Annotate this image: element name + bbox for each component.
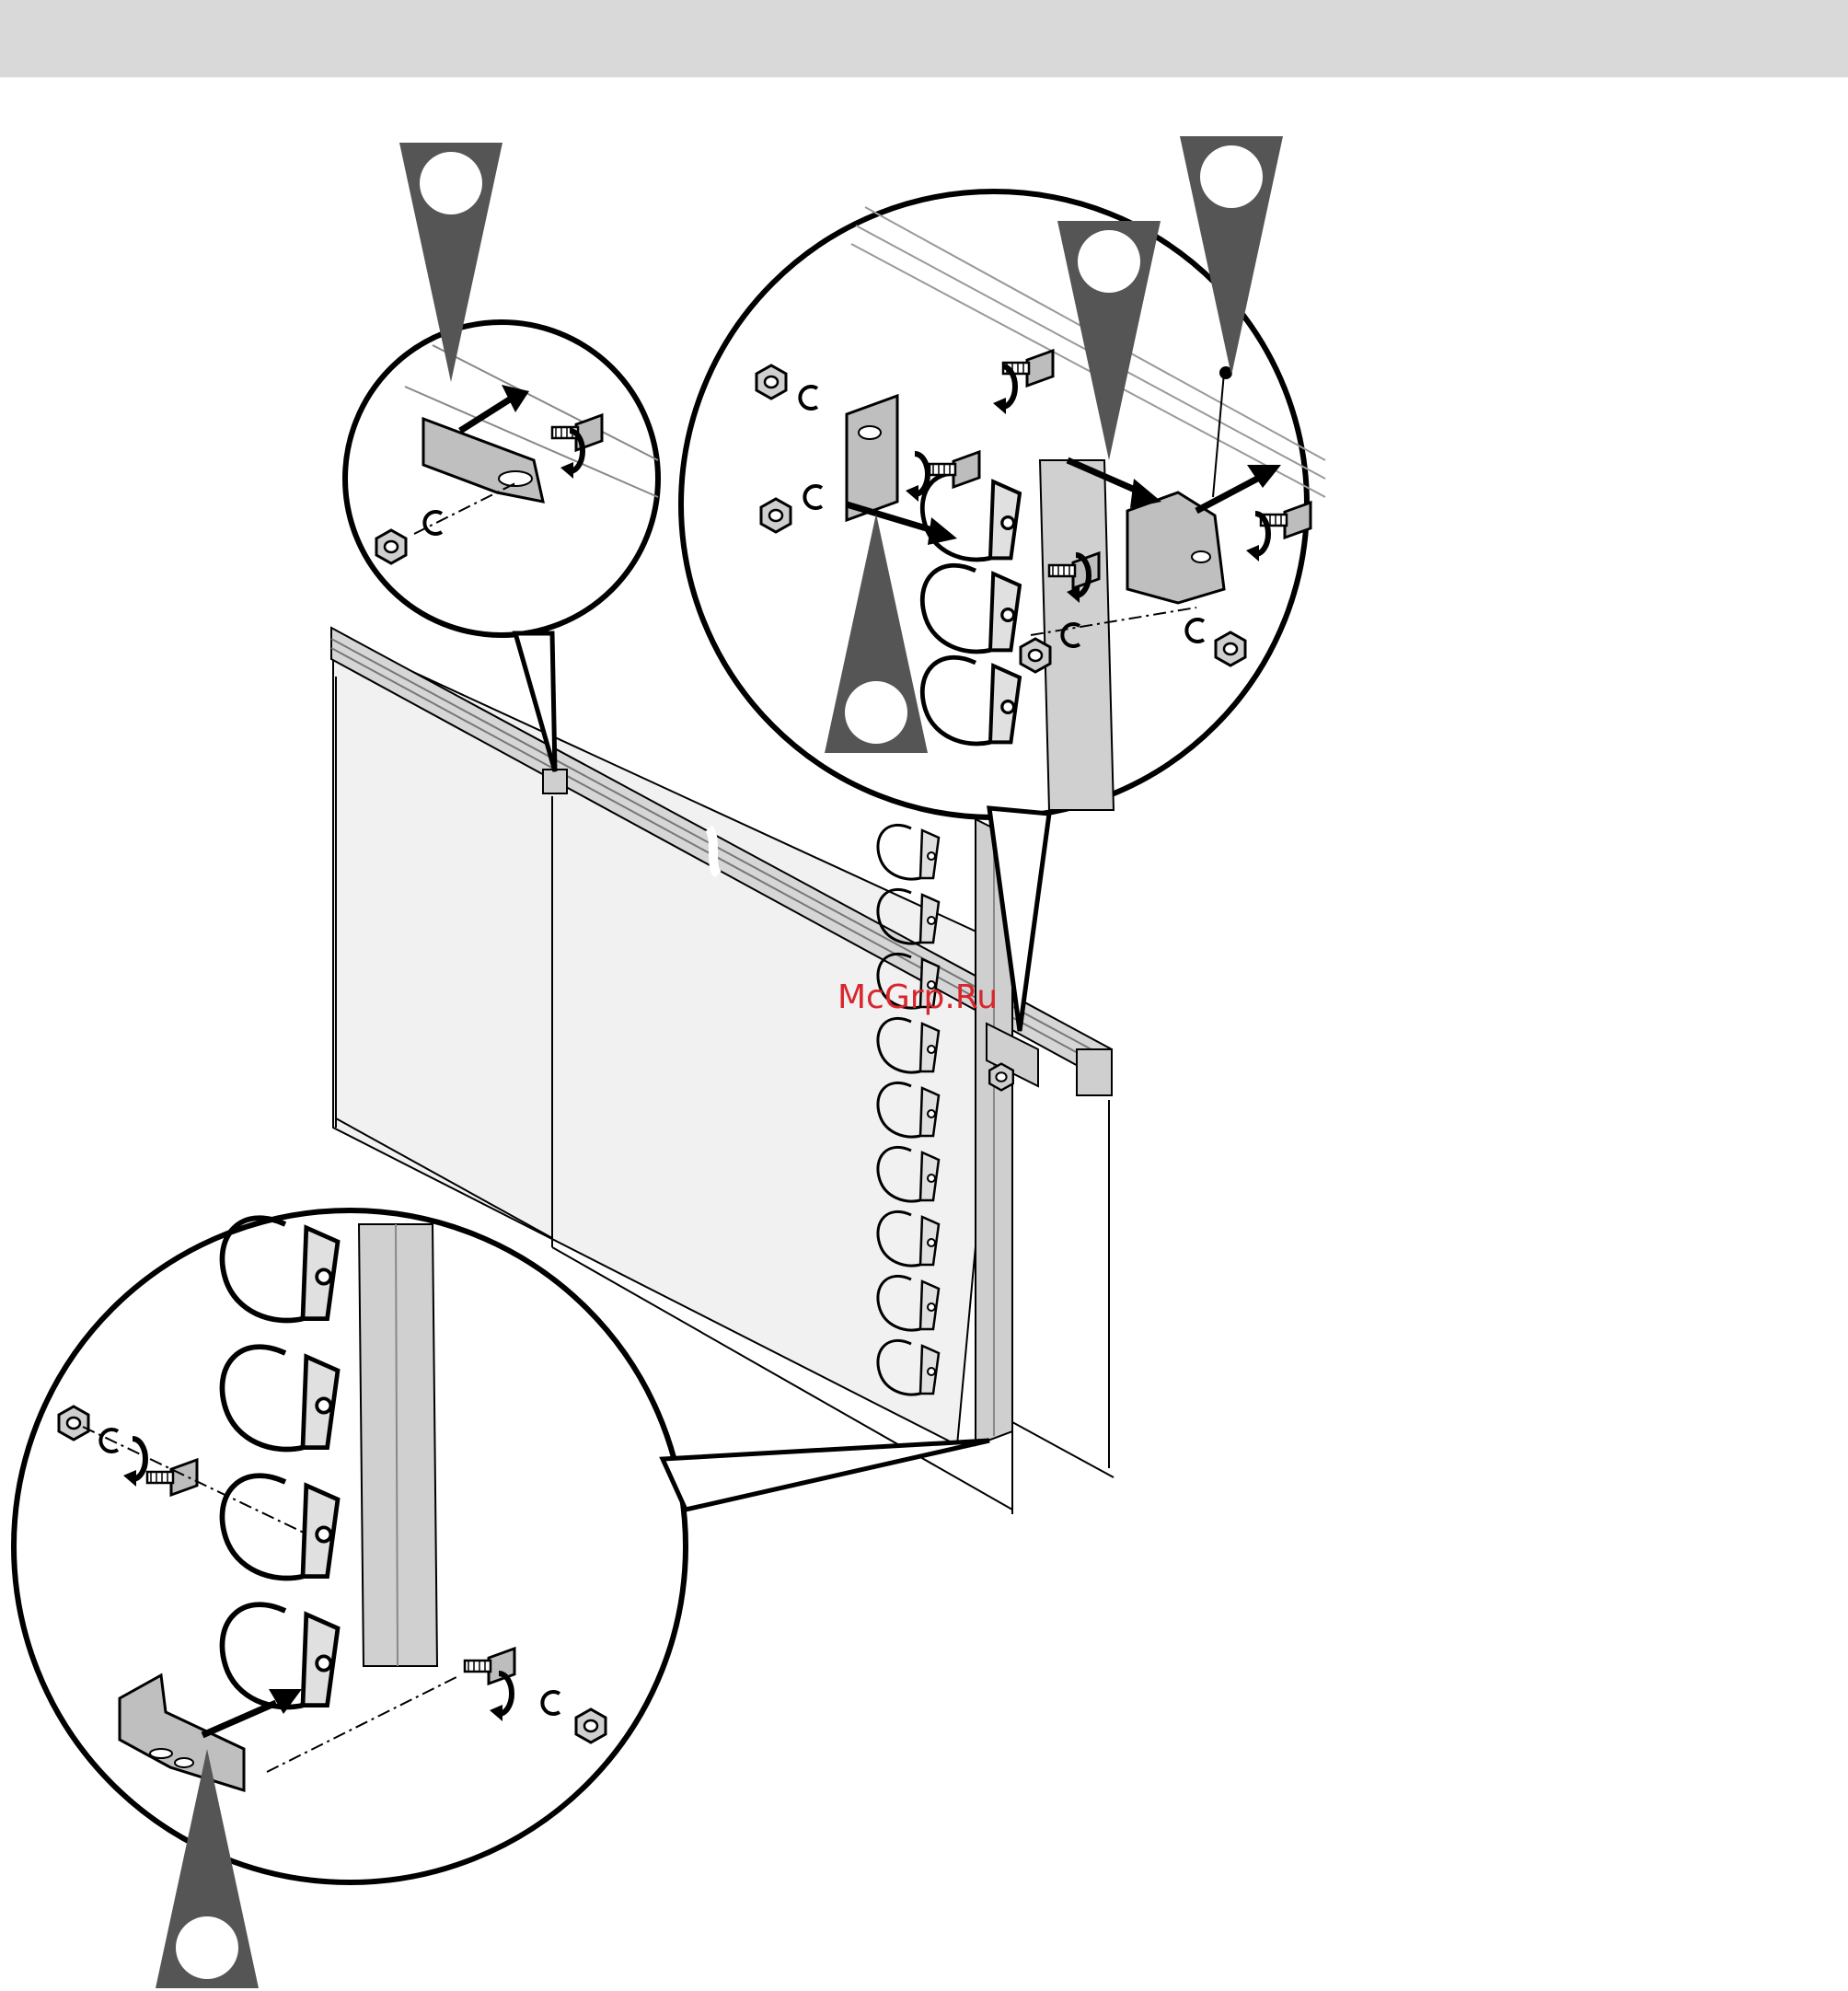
watermark: McGrp.Ru [837,978,998,1016]
